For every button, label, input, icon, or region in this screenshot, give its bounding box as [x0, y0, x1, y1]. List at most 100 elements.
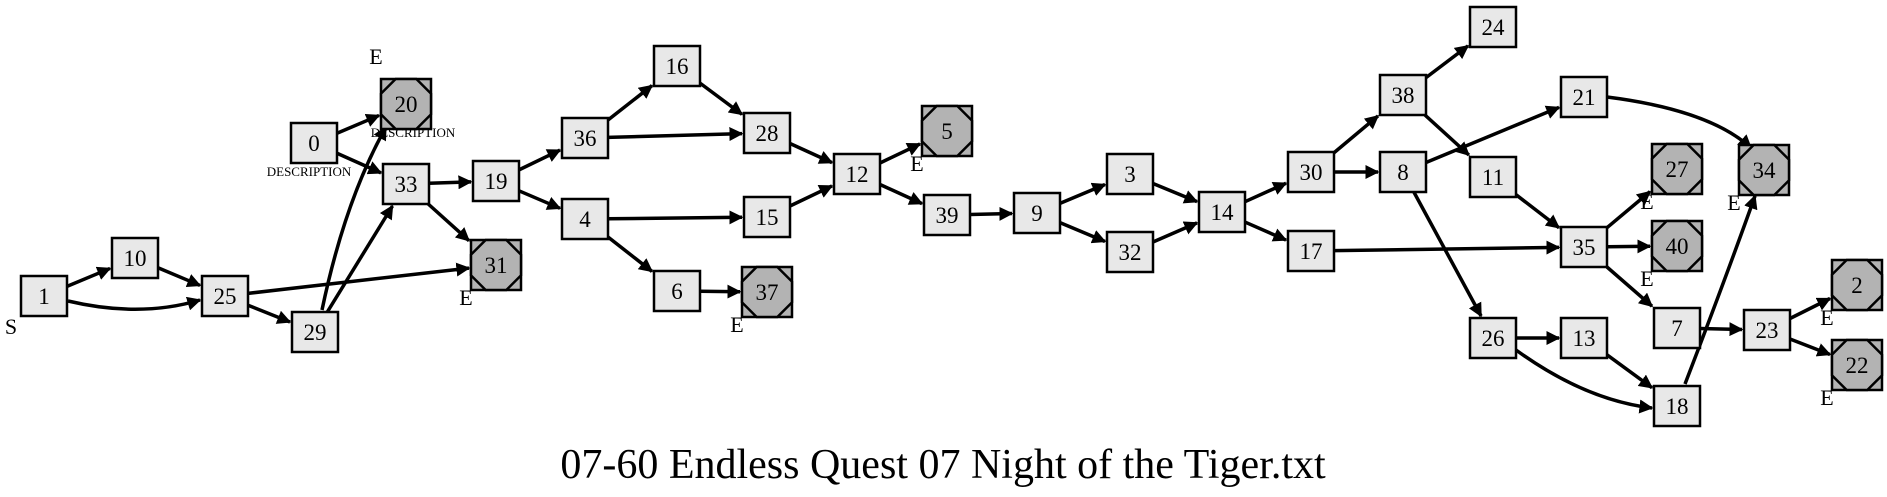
edge-39-to-9 — [969, 206, 1014, 221]
node-11-box — [1468, 155, 1518, 199]
node-32-label: 32 — [1119, 240, 1142, 265]
node-15-box — [742, 195, 792, 239]
edge-29-to-33 — [325, 204, 394, 313]
node-12[interactable]: 12 — [832, 152, 882, 196]
node-39-label: 39 — [936, 203, 959, 228]
node-10[interactable]: 10 — [110, 236, 160, 280]
end-mark-34: E — [1727, 190, 1740, 215]
node-24[interactable]: 24 — [1468, 5, 1518, 49]
node-29-label: 29 — [304, 320, 327, 345]
node-35-label: 35 — [1573, 235, 1596, 260]
edge-14-to-30 — [1244, 181, 1288, 204]
node-0[interactable]: 0 — [289, 121, 339, 165]
node-27[interactable]: 27 — [1650, 142, 1704, 196]
node-29[interactable]: 29 — [290, 310, 340, 354]
end-mark-27: E — [1640, 189, 1653, 214]
edge-25-to-29 — [247, 303, 292, 324]
node-37[interactable]: 37 — [740, 265, 794, 319]
edge-9-to-3 — [1059, 182, 1107, 205]
node-38[interactable]: 38 — [1378, 73, 1428, 117]
node-19[interactable]: 19 — [471, 159, 521, 203]
edge-8-to-26 — [1412, 191, 1483, 318]
node-32-box — [1105, 230, 1155, 274]
node-15[interactable]: 15 — [742, 195, 792, 239]
node-5[interactable]: 5 — [920, 104, 974, 158]
node-28[interactable]: 28 — [742, 111, 792, 155]
node-36-box — [560, 116, 610, 160]
node-8-box — [1378, 150, 1428, 194]
node-4[interactable]: 4 — [560, 197, 610, 241]
node-17[interactable]: 17 — [1286, 229, 1336, 273]
node-31[interactable]: 31 — [469, 238, 523, 292]
node-39[interactable]: 39 — [922, 193, 972, 237]
edge-33-to-19 — [428, 175, 473, 190]
node-1[interactable]: 1 — [19, 274, 69, 318]
node-33-label: 33 — [395, 172, 418, 197]
node-20[interactable]: 20 — [379, 77, 433, 131]
edge-35-to-27 — [1605, 190, 1652, 230]
node-11[interactable]: 11 — [1468, 155, 1518, 199]
node-16[interactable]: 16 — [652, 44, 702, 88]
edge-38-to-24 — [1424, 44, 1470, 80]
node-39-box — [922, 193, 972, 237]
edge-26-to-18 — [1514, 348, 1654, 414]
edge-29-to-20 — [320, 125, 388, 311]
node-35-box — [1559, 225, 1609, 269]
node-13[interactable]: 13 — [1559, 316, 1609, 360]
node-7-label: 7 — [1671, 316, 1683, 341]
edge-18-to-34 — [1683, 194, 1758, 385]
node-2-label: 2 — [1851, 273, 1863, 298]
node-24-box — [1468, 5, 1518, 49]
node-40[interactable]: 40 — [1650, 219, 1704, 273]
node-12-box — [832, 152, 882, 196]
node-35[interactable]: 35 — [1559, 225, 1609, 269]
node-6[interactable]: 6 — [652, 269, 702, 313]
node-3[interactable]: 3 — [1105, 152, 1155, 196]
node-32[interactable]: 32 — [1105, 230, 1155, 274]
node-2[interactable]: 2 — [1830, 258, 1884, 312]
node-22-label: 22 — [1846, 353, 1869, 378]
edge-23-to-22 — [1789, 337, 1832, 357]
node-34-label: 34 — [1753, 158, 1777, 183]
node-33[interactable]: 33 — [381, 162, 431, 206]
end-mark-37: E — [730, 312, 743, 337]
node-14[interactable]: 14 — [1197, 190, 1247, 234]
node-9-label: 9 — [1031, 201, 1043, 226]
node-31-label: 31 — [485, 253, 508, 278]
node-25-label: 25 — [214, 284, 237, 309]
node-40-octagon — [1650, 219, 1704, 273]
node-36-label: 36 — [574, 126, 597, 151]
node-13-label: 13 — [1573, 326, 1596, 351]
node-16-box — [652, 44, 702, 88]
edge-19-to-4 — [518, 189, 562, 210]
edge-17-to-35 — [1333, 240, 1561, 255]
start-mark-1: S — [5, 314, 17, 339]
node-21-label: 21 — [1573, 85, 1596, 110]
node-25[interactable]: 25 — [200, 274, 250, 318]
edge-12-to-5 — [879, 142, 922, 165]
node-36[interactable]: 36 — [560, 116, 610, 160]
node-23[interactable]: 23 — [1742, 308, 1792, 352]
node-28-box — [742, 111, 792, 155]
node-30-label: 30 — [1300, 160, 1323, 185]
edge-14-to-17 — [1244, 220, 1288, 242]
edge-1-to-10 — [66, 266, 112, 289]
node-34[interactable]: 34 — [1737, 143, 1791, 197]
node-18[interactable]: 18 — [1652, 384, 1702, 428]
node-24-label: 24 — [1482, 15, 1506, 40]
end-mark-5: E — [910, 151, 923, 176]
node-7[interactable]: 7 — [1652, 306, 1702, 350]
node-3-box — [1105, 152, 1155, 196]
node-20-label: 20 — [395, 92, 418, 117]
node-22[interactable]: 22 — [1830, 338, 1884, 392]
node-26[interactable]: 26 — [1468, 316, 1518, 360]
node-30[interactable]: 30 — [1286, 150, 1336, 194]
edge-0-to-20 — [336, 113, 381, 135]
node-8[interactable]: 8 — [1378, 150, 1428, 194]
end-mark-20: E — [369, 44, 382, 69]
node-21[interactable]: 21 — [1559, 75, 1609, 119]
edge-25-to-31 — [247, 262, 471, 296]
node-9[interactable]: 9 — [1012, 191, 1062, 235]
